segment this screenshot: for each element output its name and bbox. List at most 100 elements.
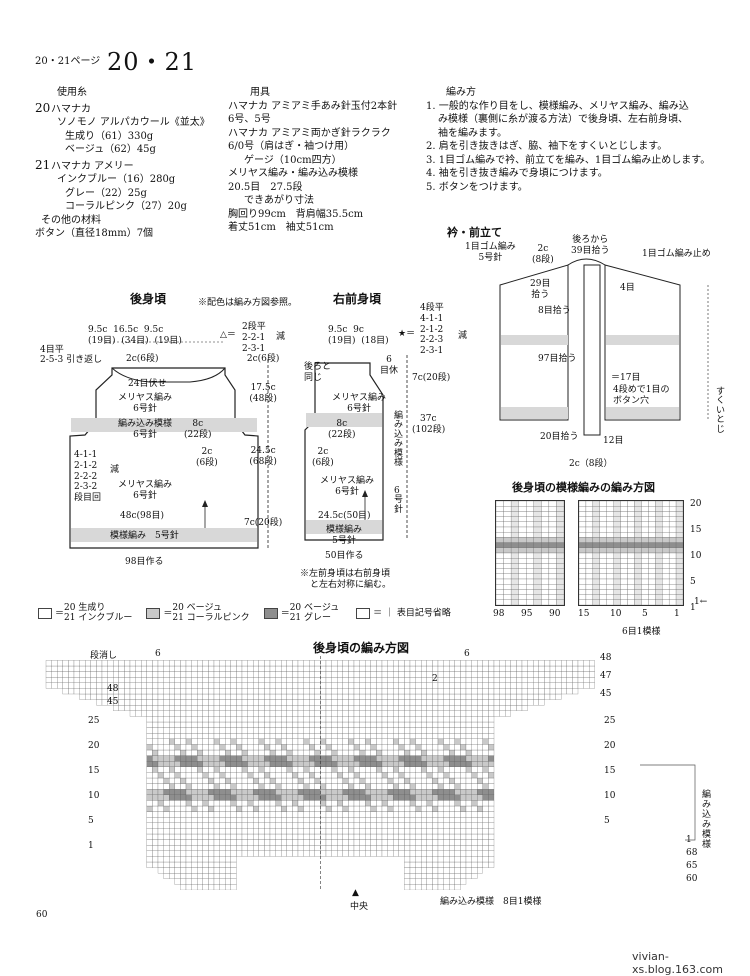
chart-cell (432, 761, 439, 767)
rib-cell (606, 511, 614, 517)
rib-cell (578, 542, 587, 548)
rib-cell (495, 552, 504, 559)
chart-cell (449, 873, 455, 879)
chart-cell (253, 688, 259, 695)
rib-cell (510, 521, 519, 528)
chart-cell (337, 710, 343, 717)
chart-cell (85, 665, 91, 672)
chart-cell (236, 777, 243, 784)
chart-cell (488, 811, 495, 818)
chart-cell (197, 861, 203, 868)
rib-cell (585, 552, 594, 559)
chart-cell (454, 699, 461, 706)
chart-cell (387, 794, 394, 801)
rib-cell (634, 568, 642, 574)
chart-cell (516, 660, 523, 667)
chart-cell (376, 733, 383, 739)
rib-cell (585, 558, 594, 564)
chart-cell (415, 878, 422, 885)
chart-cell (454, 867, 461, 874)
chart-cell (381, 817, 388, 823)
chart-cell (286, 811, 293, 818)
chart-cell (415, 794, 422, 801)
rib-cell (662, 547, 670, 554)
chart-cell (163, 861, 170, 868)
legend-num: 21 インクブルー (64, 613, 133, 623)
chart-cell (370, 716, 377, 723)
chart-cell (325, 705, 332, 711)
chart-cell (488, 761, 495, 767)
chart-cell (555, 693, 562, 700)
chart-cell (230, 800, 237, 807)
chart-cell (477, 766, 483, 773)
chart-cell (426, 738, 433, 745)
chart-cell (202, 839, 209, 846)
chart-cell (505, 671, 511, 678)
rib-cell (599, 516, 607, 522)
chart-cell (365, 828, 371, 835)
rib-cell (585, 506, 594, 512)
chart-cell (325, 800, 332, 807)
chart-cell (404, 884, 411, 890)
chart-cell (163, 671, 170, 678)
chart-cell (454, 845, 461, 851)
chart-cell (163, 705, 170, 711)
chart-cell (236, 766, 243, 773)
chart-cell (219, 755, 226, 762)
chart-cell (454, 766, 461, 773)
chart-cell (286, 688, 293, 695)
chart-cell (381, 660, 388, 667)
rib-cell (510, 542, 519, 548)
chart-cell (236, 749, 243, 756)
rib-cell (503, 532, 512, 538)
chart-cell (185, 789, 192, 795)
rib-cell (585, 568, 594, 574)
chart-cell (465, 660, 472, 667)
materials-num: 20 (35, 100, 51, 115)
chart-cell (381, 783, 388, 790)
chart-cell (544, 688, 551, 695)
chart-cell (253, 738, 259, 745)
chart-cell (208, 721, 215, 728)
chart-cell (275, 800, 282, 807)
chart-cell (443, 873, 450, 879)
chart-cell (320, 727, 327, 734)
chart-cell (230, 766, 237, 773)
chart-cell (113, 677, 119, 683)
chart-cell (191, 761, 198, 767)
chart-cell (213, 878, 220, 885)
chart-cell (387, 755, 394, 762)
rib-cell (606, 568, 614, 574)
chart-cell (292, 738, 299, 745)
chart-cell (309, 705, 315, 711)
rib-cell (495, 578, 504, 585)
chart-cell (264, 749, 271, 756)
chart-cell (152, 822, 159, 829)
rib-cell (599, 599, 607, 606)
chart-cell (488, 682, 495, 689)
chart-cell (281, 761, 287, 767)
chart-cell (320, 738, 327, 745)
chart-cell (230, 833, 237, 840)
chart-cell (460, 811, 467, 818)
chart-cell (342, 800, 349, 807)
chart-cell (157, 688, 164, 695)
chart-cell (275, 794, 282, 801)
chart-cell (488, 850, 495, 857)
chart-cell (348, 811, 355, 818)
chart-cell (309, 699, 315, 706)
chart-cell (359, 766, 366, 773)
rib-cell (627, 558, 635, 564)
rib-cell (585, 573, 594, 580)
rib-cell (675, 568, 684, 574)
rib-cell (556, 542, 565, 548)
rib-cell (620, 568, 628, 574)
materials-line: グレー（22）25g (35, 187, 225, 201)
chart-cell (297, 755, 304, 762)
chart-cell (387, 805, 394, 812)
rib-cell (526, 526, 534, 533)
chart-cell (549, 660, 556, 667)
chart-cell (460, 710, 467, 717)
chart-cell (465, 761, 472, 767)
